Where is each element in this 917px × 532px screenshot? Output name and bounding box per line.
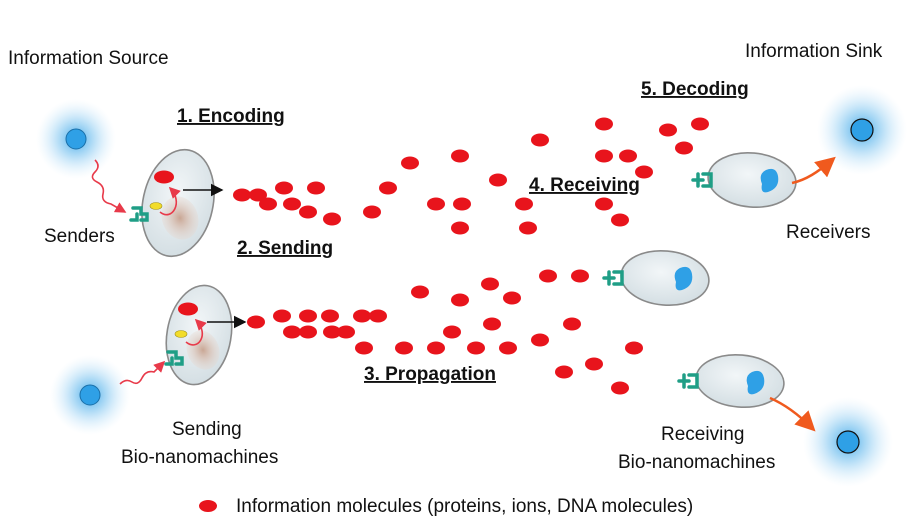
molecule-icon xyxy=(427,197,445,211)
molecule-icon xyxy=(323,212,341,226)
step-encoding: 1. Encoding xyxy=(177,106,285,127)
molecule-icon xyxy=(247,315,265,329)
molecule-icon xyxy=(611,213,629,227)
receiving-label-line2: Bio-nanomachines xyxy=(618,452,775,473)
molecule-icon xyxy=(427,341,445,355)
molecule-icon xyxy=(299,309,317,323)
molecule-icon xyxy=(595,117,613,131)
molecule-icon xyxy=(635,165,653,179)
receptor-icon-receiver-bottom xyxy=(677,373,699,389)
molecule-icon xyxy=(595,197,613,211)
receptor-icon-sender-top xyxy=(129,206,149,222)
molecule-icon xyxy=(451,149,469,163)
sender-cell-top xyxy=(141,148,215,258)
source-glow-icon-top xyxy=(36,99,116,179)
molecule-icon xyxy=(379,181,397,195)
sink-glow-icon-top xyxy=(817,85,907,175)
information-source-label: Information Source xyxy=(8,48,169,69)
molecule-icon xyxy=(233,188,251,202)
molecule-icon xyxy=(531,133,549,147)
molecule-icon xyxy=(337,325,355,339)
molecule-icon xyxy=(451,293,469,307)
receiving-label-line1: Receiving xyxy=(661,424,744,445)
molecule-icon xyxy=(467,341,485,355)
molecule-icon xyxy=(299,325,317,339)
molecule-icon xyxy=(531,333,549,347)
molecule-icon xyxy=(595,149,613,163)
molecule-icon xyxy=(321,309,339,323)
molecule-icon xyxy=(355,341,373,355)
molecule-icon xyxy=(519,221,537,235)
molecule-icon xyxy=(691,117,709,131)
information-sink-label: Information Sink xyxy=(745,41,883,62)
molecule-icon xyxy=(411,285,429,299)
step-decoding: 5. Decoding xyxy=(641,79,749,100)
senders-label: Senders xyxy=(44,226,115,247)
molecule-icon xyxy=(499,341,517,355)
molecule-icon xyxy=(481,277,499,291)
molecule-icon xyxy=(539,269,557,283)
molecule-icon xyxy=(249,188,267,202)
sink-glow-icon-bottom xyxy=(803,397,893,487)
molecule-icon xyxy=(571,269,589,283)
receiver-cell-top xyxy=(707,152,797,208)
molecule-icon xyxy=(489,173,507,187)
molecule-icon xyxy=(453,197,471,211)
molecule-icon xyxy=(299,205,317,219)
molecule-icon xyxy=(483,317,501,331)
arrow-icon-decode-bottom xyxy=(769,396,816,432)
sending-label-line1: Sending xyxy=(172,419,242,440)
signal-wave-icon-bottom xyxy=(119,360,166,385)
sending-label-line2: Bio-nanomachines xyxy=(121,447,278,468)
molecule-icon-legend xyxy=(199,500,217,512)
step-sending: 2. Sending xyxy=(237,238,333,259)
molecule-icon xyxy=(273,309,291,323)
molecule-field xyxy=(233,117,709,395)
molecule-icon xyxy=(363,205,381,219)
molecule-icon xyxy=(585,357,603,371)
receptor-icon-receiver-middle xyxy=(602,270,624,286)
molecule-icon xyxy=(443,325,461,339)
molecule-icon xyxy=(283,197,301,211)
molecule-icon xyxy=(283,325,301,339)
molecule-icon xyxy=(515,197,533,211)
molecule-icon xyxy=(611,381,629,395)
receptor-icon-sender-bottom xyxy=(164,350,184,366)
receivers-label: Receivers xyxy=(786,222,870,243)
molecule-icon xyxy=(369,309,387,323)
signal-wave-icon-top xyxy=(91,159,127,213)
molecule-icon xyxy=(353,309,371,323)
molecule-icon xyxy=(563,317,581,331)
sender-cell-bottom xyxy=(165,284,233,386)
molecule-icon xyxy=(401,156,419,170)
step-receiving: 4. Receiving xyxy=(529,175,640,196)
molecule-icon xyxy=(307,181,325,195)
molecule-icon xyxy=(323,325,341,339)
molecule-icon xyxy=(259,197,277,211)
molecule-icon xyxy=(555,365,573,379)
molecule-icon xyxy=(625,341,643,355)
receptor-icon-receiver-top xyxy=(691,172,713,188)
molecule-icon xyxy=(619,149,637,163)
receiver-cell-middle xyxy=(620,250,710,306)
receiver-cell-bottom xyxy=(695,354,785,408)
molecule-icon xyxy=(275,181,293,195)
step-propagation: 3. Propagation xyxy=(364,364,496,385)
molecule-icon xyxy=(675,141,693,155)
molecule-icon xyxy=(395,341,413,355)
molecule-icon xyxy=(451,221,469,235)
source-glow-icon-bottom xyxy=(50,355,130,435)
molecule-icon xyxy=(659,123,677,137)
molecule-icon xyxy=(503,291,521,305)
arrow-icon-decode-top xyxy=(791,156,836,185)
legend-label: Information molecules (proteins, ions, D… xyxy=(236,496,693,517)
